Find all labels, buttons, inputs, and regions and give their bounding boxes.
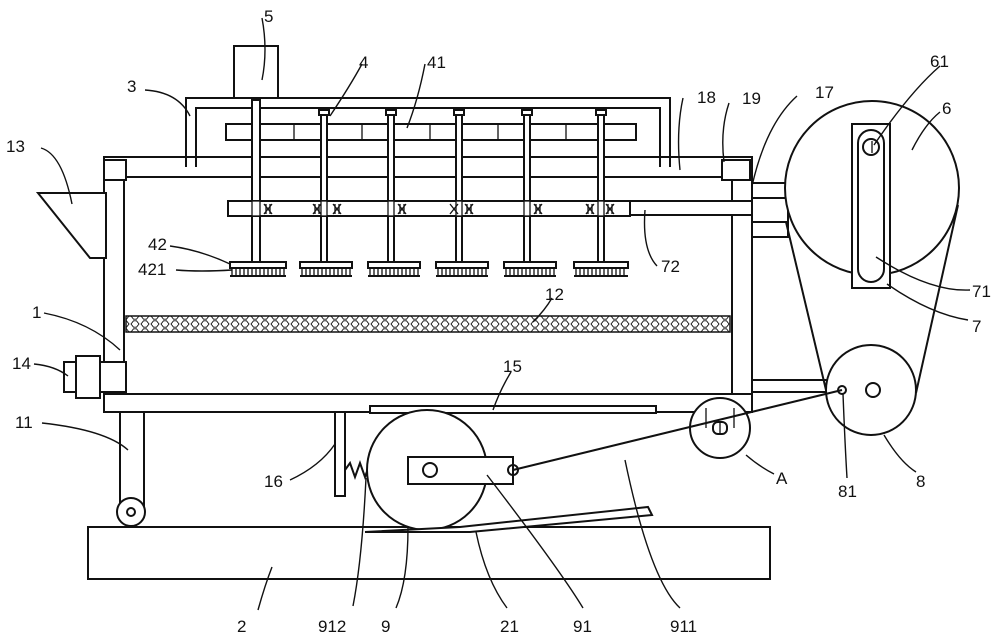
label-912: 912	[318, 617, 346, 636]
label-19: 19	[742, 89, 761, 108]
label-41: 41	[427, 53, 446, 72]
limit-plate	[334, 411, 346, 497]
label-13: 13	[6, 137, 25, 156]
label-A: A	[776, 469, 788, 488]
feed-hopper	[35, 192, 107, 259]
slider-block	[407, 456, 519, 485]
label-9: 9	[381, 617, 390, 636]
label-15: 15	[503, 357, 522, 376]
gear-bar	[225, 123, 637, 141]
label-7: 7	[972, 317, 981, 336]
label-2: 2	[237, 617, 246, 636]
label-42: 42	[148, 235, 167, 254]
label-4: 4	[359, 53, 368, 72]
label-81: 81	[838, 482, 857, 501]
label-17: 17	[815, 83, 834, 102]
stirring-shafts	[229, 99, 629, 269]
guide-sleeve	[751, 182, 789, 238]
support-leg	[116, 411, 146, 527]
label-3: 3	[127, 77, 136, 96]
label-71: 71	[972, 282, 991, 301]
label-421: 421	[138, 260, 166, 279]
label-6: 6	[942, 99, 951, 118]
label-72: 72	[661, 257, 680, 276]
connecting-rod	[512, 389, 843, 471]
label-21: 21	[500, 617, 519, 636]
large-wheel	[784, 100, 960, 289]
outlet-valve	[63, 355, 127, 399]
drive-belt	[785, 204, 959, 394]
label-91: 91	[573, 617, 592, 636]
label-18: 18	[697, 88, 716, 107]
motor	[233, 45, 279, 110]
housing	[103, 156, 753, 395]
label-11: 11	[15, 413, 33, 432]
leader-lines	[33, 17, 971, 611]
vibration-plate	[369, 405, 657, 414]
idler-pulley	[689, 397, 751, 459]
label-5: 5	[264, 7, 273, 26]
base-block	[87, 526, 771, 580]
label-14: 14	[12, 354, 31, 373]
label-61: 61	[930, 52, 949, 71]
wedge-plate	[364, 505, 654, 533]
label-12: 12	[545, 285, 564, 304]
label-1: 1	[32, 303, 41, 322]
label-911: 911	[670, 617, 697, 636]
reference-labels: 5 3 4 41 13 18 19 17 61 6 42 421 72 12 1…	[6, 7, 991, 636]
brush-bristles	[230, 268, 628, 277]
top-cover	[185, 97, 671, 167]
label-16: 16	[264, 472, 283, 491]
label-8: 8	[916, 472, 925, 491]
filter-screen	[125, 315, 731, 333]
